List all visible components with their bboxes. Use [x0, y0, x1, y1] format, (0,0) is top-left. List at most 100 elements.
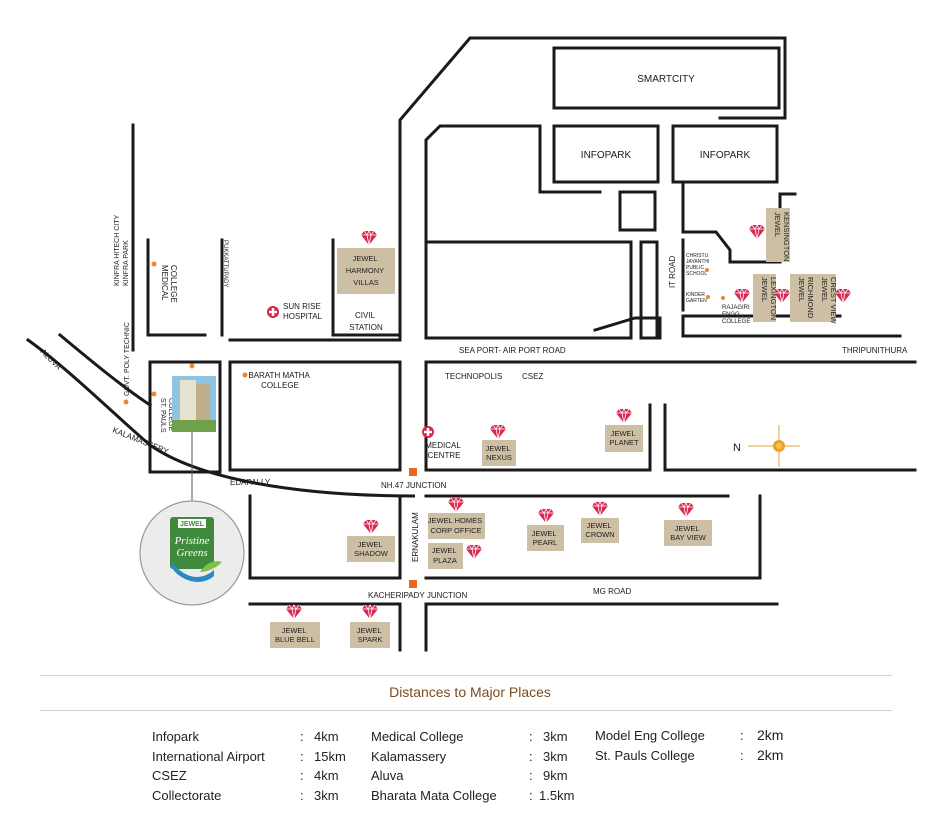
gem-icon	[362, 519, 380, 535]
project-lexington[interactable]: JEWEL LEXINGTON	[733, 274, 778, 322]
seaport-airport-road-label: SEA PORT- AIR PORT ROAD	[459, 346, 566, 355]
svg-text:JEWEL PLANET: JEWEL PLANET	[609, 429, 639, 447]
distance-row: Infopark:4km	[152, 729, 339, 744]
svg-text:JEWEL KENSINGTON: JEWEL KENSINGTON	[773, 212, 791, 261]
pristine-greens-building-icon	[172, 376, 216, 432]
nh47-junction-label: NH.47 JUNCTION	[381, 481, 447, 490]
gem-icon	[360, 230, 378, 246]
divider-bottom	[40, 710, 892, 711]
svg-text:JEWEL PEARL: JEWEL PEARL	[532, 529, 559, 547]
svg-text:JEWEL BLUE BELL: JEWEL BLUE BELL	[275, 626, 315, 644]
project-homes-corp[interactable]: JEWEL HOMES CORP OFFICE	[428, 497, 485, 539]
svg-text:JEWEL SHADOW: JEWEL SHADOW	[354, 540, 389, 558]
distance-row: Model Eng College:2km	[595, 727, 784, 743]
location-dot	[151, 391, 157, 397]
gem-icon	[615, 408, 633, 424]
sun-rise-hospital-label: SUN RISE HOSPITAL	[283, 302, 323, 321]
distances-column-2: Medical College:3km Kalamassery:3km Aluv…	[371, 727, 586, 805]
svg-text:JEWEL RICHMOND: JEWEL RICHMOND	[797, 277, 815, 319]
junction-marker	[409, 468, 417, 476]
svg-text:JEWEL SPARK: JEWEL SPARK	[357, 626, 384, 644]
rajagiri-label: RAJAGIRI ENGG. COLLEGE	[722, 305, 751, 325]
location-dot	[189, 363, 195, 369]
kacheripady-junction-label: KACHERIPADY JUNCTION	[368, 591, 467, 600]
project-pearl[interactable]: JEWEL PEARL	[527, 508, 564, 551]
technopolis-label: TECHNOPOLIS	[445, 372, 502, 381]
location-dot	[705, 268, 709, 272]
distance-row: Medical College:3km	[371, 729, 568, 744]
compass-icon: N	[733, 425, 800, 467]
svg-text:JEWEL BAY VIEW: JEWEL BAY VIEW	[670, 524, 706, 542]
project-spark[interactable]: JEWEL SPARK	[350, 604, 390, 648]
gem-icon	[733, 288, 751, 304]
svg-text:JEWEL CREST VIEW: JEWEL CREST VIEW	[820, 277, 838, 324]
junction-marker	[409, 580, 417, 588]
aluva-label: ALUVA	[39, 347, 64, 372]
location-dot	[721, 296, 725, 300]
kinder-garten-label: KINDER GARTEN	[686, 292, 707, 304]
hospital-cross-icon	[267, 306, 279, 318]
distance-row: Aluva:9km	[371, 768, 568, 783]
gem-icon	[677, 502, 695, 518]
distances-column-1: Infopark:4km International Airport:15km …	[152, 727, 362, 805]
infopark-label-1: INFOPARK	[581, 150, 632, 161]
project-crown[interactable]: JEWEL CROWN	[581, 501, 619, 543]
svg-text:N: N	[733, 442, 741, 454]
csez-label: CSEZ	[522, 372, 543, 381]
distance-row: Bharata Mata College:1.5km	[371, 787, 575, 803]
roads	[25, 36, 917, 652]
project-blue-bell[interactable]: JEWEL BLUE BELL	[270, 604, 320, 648]
project-planet[interactable]: JEWEL PLANET	[605, 408, 643, 452]
edapally-label: EDAPALLY	[230, 478, 271, 487]
distance-row: CSEZ:4km	[152, 768, 339, 783]
medical-centre-label: MEDICAL CENTRE	[425, 441, 463, 460]
it-road-label: IT ROAD	[668, 255, 677, 288]
distance-row: International Airport:15km	[152, 748, 346, 764]
city-blocks	[148, 46, 781, 474]
svg-text:JEWEL HOMES CORP OFFICE: JEWEL HOMES CORP OFFICE	[428, 516, 484, 535]
kinfra-label: KINFRA HITECH CITY KINFRA PARK	[114, 213, 130, 286]
project-richmond[interactable]: JEWEL RICHMOND	[773, 274, 815, 322]
gem-icon	[537, 508, 555, 524]
project-nexus[interactable]: JEWEL NEXUS	[482, 424, 516, 466]
mg-road-label: MG ROAD	[593, 587, 631, 596]
svg-text:JEWEL HARMONY VILL: JEWEL HARMONY VILLAS	[346, 254, 386, 287]
st-pauls-label: ST. PAULS COLLEGE	[159, 398, 174, 434]
distances-column-3: Model Eng College:2km St. Pauls College:…	[595, 726, 795, 765]
svg-text:JEWEL CROWN: JEWEL CROWN	[585, 521, 614, 539]
project-bay-view[interactable]: JEWEL BAY VIEW	[664, 502, 712, 546]
infopark-label-2: INFOPARK	[700, 150, 751, 161]
gem-icon	[748, 224, 766, 240]
svg-text:JEWEL LEXINGTON: JEWEL LEXINGTON	[760, 277, 778, 320]
project-shadow[interactable]: JEWEL SHADOW	[347, 519, 395, 562]
distance-row: St. Pauls College:2km	[595, 746, 784, 763]
location-map: SMARTCITY INFOPARK INFOPARK CIVIL STATIO…	[25, 36, 917, 652]
svg-text:JEWEL PLAZA: JEWEL PLAZA	[432, 546, 459, 565]
featured-name-1: Pristine	[174, 535, 210, 547]
brand-label: JEWEL	[180, 521, 205, 528]
project-kensington[interactable]: JEWEL KENSINGTON	[748, 208, 791, 262]
smartcity-label: SMARTCITY	[637, 74, 695, 85]
gem-icon	[447, 497, 465, 513]
distance-row: Kalamassery:3km	[371, 748, 568, 764]
medical-college-label: MEDICAL COLLEGE	[160, 265, 178, 303]
featured-name-2: Greens	[176, 547, 207, 559]
project-crest-view[interactable]: JEWEL CREST VIEW	[813, 274, 852, 324]
govt-poly-label: GOVT. POLY TECHNIC	[124, 322, 131, 396]
gem-icon	[489, 424, 507, 440]
project-harmony[interactable]: JEWEL HARMONY VILLAS	[337, 230, 395, 294]
svg-text:JEWEL NEXUS: JEWEL NEXUS	[486, 444, 513, 462]
pukkattupady-label: PUKKATTUPADY	[222, 240, 228, 287]
gem-icon	[285, 604, 303, 620]
civil-station-label: CIVIL STATION	[349, 311, 383, 332]
pristine-greens-badge[interactable]: JEWEL Pristine Greens	[139, 500, 245, 606]
medical-cross-icon	[422, 426, 434, 438]
christu-jayanthi-label: CHRISTU JAYANTHI PUBLIC SCHOOL	[686, 253, 711, 277]
divider-top	[40, 675, 892, 676]
location-dot	[151, 261, 157, 267]
ernakulam-label: ERNAKULAM	[411, 512, 420, 562]
distance-row: Collectorate:3km	[152, 787, 339, 803]
project-plaza[interactable]: JEWEL PLAZA	[428, 543, 483, 569]
location-dot	[242, 372, 248, 378]
barath-matha-label: BARATH MATHA COLLEGE	[248, 371, 311, 390]
